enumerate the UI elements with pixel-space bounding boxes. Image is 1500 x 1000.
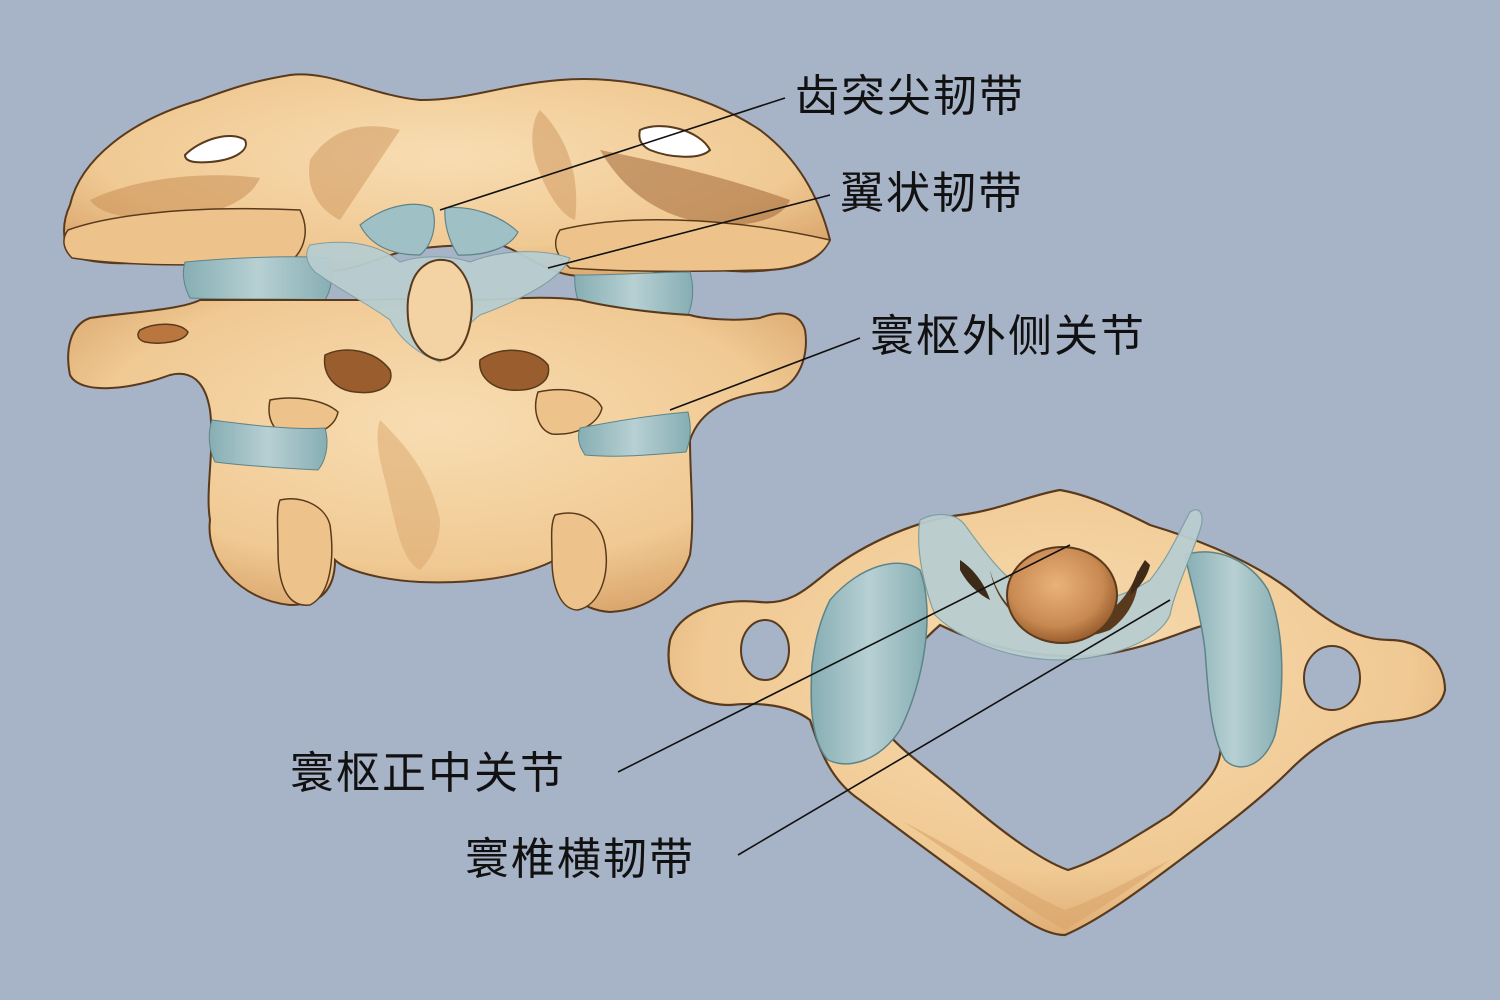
leader-alar-ligament <box>547 194 831 269</box>
leader-transverse-ligament <box>737 599 1171 856</box>
posterior-view-atlas-axis <box>63 73 832 614</box>
atlas-center-shadow-2 <box>532 110 577 220</box>
label-transverse-ligament: 寰椎横韧带 <box>465 834 695 885</box>
axis-dark-pit-right <box>479 349 550 391</box>
vertebral-foramen <box>883 623 1222 872</box>
axis-foramen-left <box>137 323 189 344</box>
label-lateral-atlantoaxial-joint: 寰枢外侧关节 <box>870 311 1146 362</box>
lateral-joint-cartilage-lower-right <box>577 411 691 457</box>
atlas-foramen-left <box>183 135 247 164</box>
atlas-shadow-left <box>90 175 260 219</box>
label-alar-ligament: 翼状韧带 <box>840 168 1024 219</box>
atlas-cut-surface-right <box>554 219 832 273</box>
axis-dark-pit-left <box>323 349 392 394</box>
label-median-atlantoaxial-joint: 寰枢正中关节 <box>290 748 566 799</box>
transverse-foramen-left <box>740 619 790 681</box>
superior-facet-right <box>1184 551 1283 768</box>
transverse-foramen-right <box>1303 645 1361 711</box>
atlas-shadow-right <box>600 150 790 225</box>
axis-bone <box>67 296 807 614</box>
ligament-shadow-left <box>960 560 990 600</box>
axis-inferior-process-right <box>550 512 607 611</box>
axis-shadow-center <box>377 420 440 570</box>
leader-median-joint <box>617 544 1071 773</box>
superior-facet-left <box>810 562 928 765</box>
apical-ligament-right <box>444 206 519 256</box>
axis-inferior-process-left <box>276 498 333 606</box>
superior-view-atlas <box>667 488 1447 937</box>
apical-ligament-left <box>359 203 435 256</box>
leader-apical-ligament <box>439 97 786 211</box>
atlas-center-shadow <box>309 126 400 220</box>
dens <box>406 258 473 362</box>
dens-superior <box>1006 546 1118 644</box>
ring-shadow-front <box>900 820 1170 930</box>
label-apical-ligament: 齿突尖韧带 <box>795 71 1025 122</box>
leader-lateral-joint <box>669 337 861 411</box>
lateral-joint-cartilage-lower-left <box>208 419 328 471</box>
ligament-shadow-right <box>1130 560 1150 595</box>
atlas-foramen-right <box>638 125 712 158</box>
leader-lines <box>439 97 1171 856</box>
